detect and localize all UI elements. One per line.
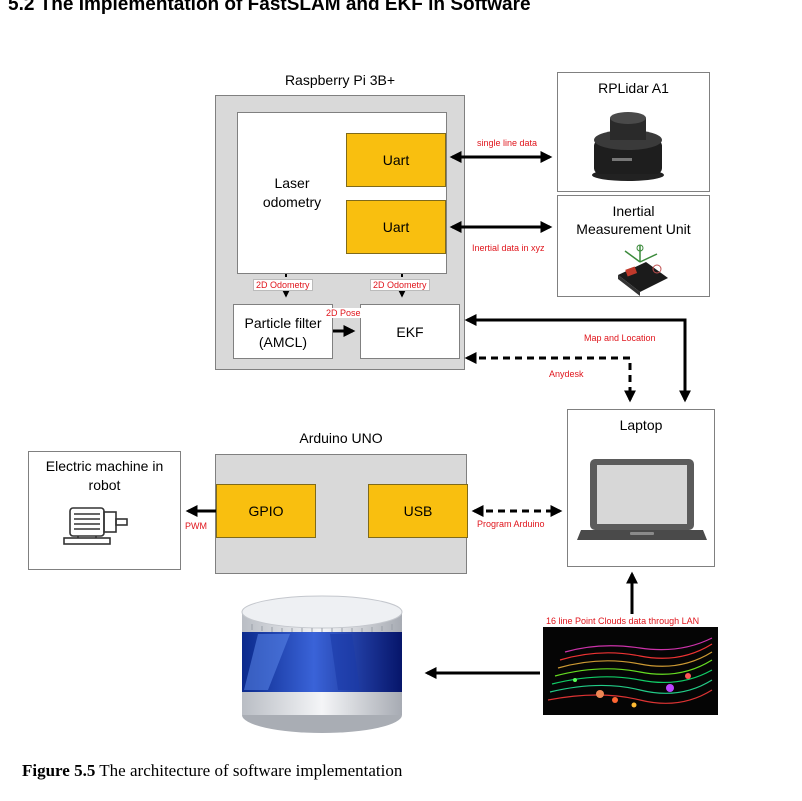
section-heading: 5.2 The Implementation of FastSLAM and E… [8, 0, 531, 15]
particle-filter-box [233, 304, 333, 359]
raspberry-title: Raspberry Pi 3B+ [284, 72, 396, 88]
imu-box [557, 195, 710, 297]
laser-odometry-label: Laser odometry [262, 175, 322, 210]
laptop-title: Laptop [619, 417, 663, 433]
arrow-ekf-laptop-map [464, 314, 691, 403]
label-single-line: single line data [477, 138, 538, 148]
label-inertial-data: Inertial data in xyz [472, 243, 545, 253]
ekf-label: EKF [396, 324, 424, 340]
rplidar-image [592, 112, 664, 181]
imu-image [618, 244, 668, 296]
label-odom-right: 2D Odometry [370, 279, 430, 291]
uart-top-box: Uart [346, 133, 446, 187]
gpio-box: GPIO [216, 484, 316, 538]
motor-title-2: robot [88, 477, 121, 493]
motor-title-1: Electric machine in [45, 458, 164, 474]
laptop-icon [577, 459, 707, 540]
figure-caption-label: Figure 5.5 [22, 761, 96, 780]
arrow-ekf-laptop-anydesk [464, 352, 636, 403]
label-point-clouds: 16 line Point Clouds data through LAN [546, 616, 700, 626]
velodyne-lidar-image [241, 595, 403, 733]
uart-bottom-box: Uart [346, 200, 446, 254]
label-map-location: Map and Location [584, 333, 656, 343]
rplidar-title: RPLidar A1 [598, 80, 669, 96]
particle-filter-label-1: Particle filter [244, 315, 322, 331]
particle-filter-label-2: (AMCL) [258, 334, 308, 350]
label-pwm: PWM [185, 521, 207, 531]
figure-caption: Figure 5.5 The architecture of software … [22, 761, 402, 781]
point-cloud-image [543, 627, 718, 715]
figure-caption-text: The architecture of software implementat… [95, 761, 403, 780]
arduino-title: Arduino UNO [299, 430, 383, 446]
label-pose: 2D Pose [324, 308, 363, 318]
usb-box: USB [368, 484, 468, 538]
imu-title-1: Inertial [612, 203, 655, 219]
label-program-arduino: Program Arduino [477, 519, 545, 529]
imu-title-2: Measurement Unit [576, 221, 691, 237]
ekf-box [360, 304, 460, 359]
label-odom-left: 2D Odometry [253, 279, 313, 291]
label-anydesk: Anydesk [549, 369, 584, 379]
motor-icon [63, 507, 128, 545]
